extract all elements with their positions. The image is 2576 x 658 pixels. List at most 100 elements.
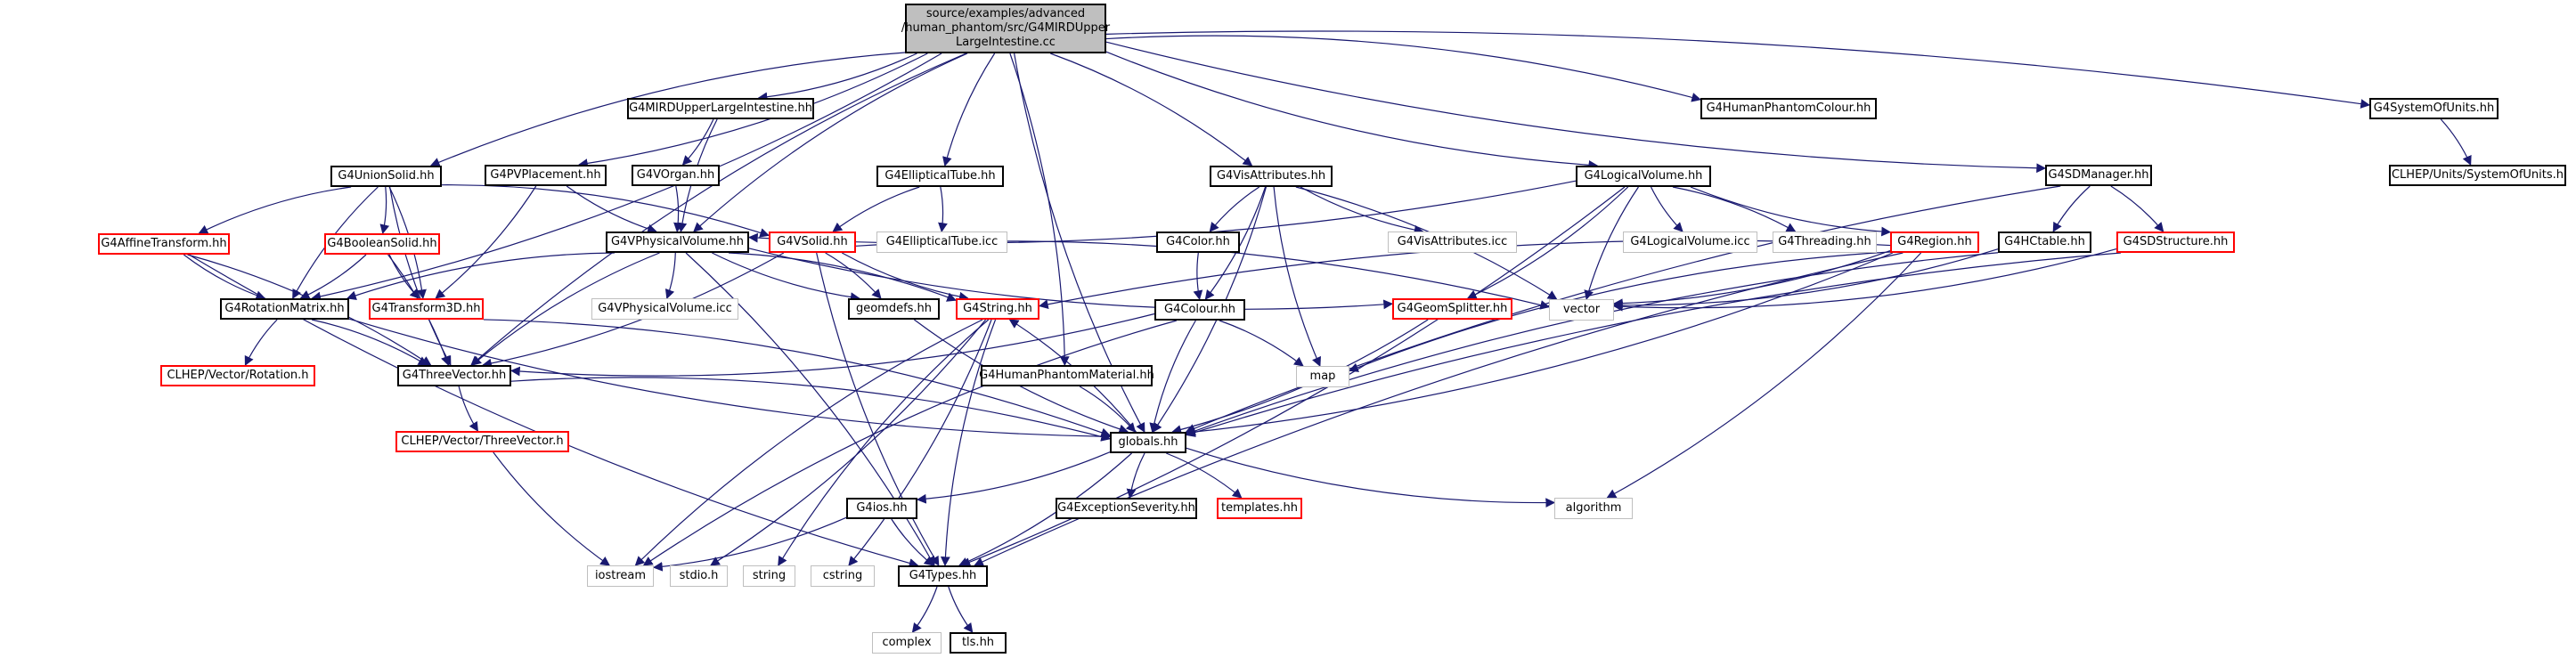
edge-G4VSolid_hh-to-G4String_hh [841, 252, 969, 302]
node-cstring: cstring [811, 565, 875, 587]
node-label: tls.hh [961, 636, 995, 649]
node-g4humanphantommaterial-hh[interactable]: G4HumanPhantomMaterial.hh [979, 365, 1154, 386]
edge-G4RotationMatrix_hh-to-G4ThreeVector_hh [311, 319, 428, 366]
node-label: CLHEP/Vector/Rotation.h [167, 369, 309, 382]
edge-G4ios_hh-to-G4Types_hh [891, 518, 934, 566]
edge-root-to-G4PVPlacement_hh [577, 53, 928, 168]
node-g4systemofunits-hh[interactable]: G4SystemOfUnits.hh [2369, 98, 2499, 119]
node-stdio-h: stdio.h [670, 565, 728, 587]
node-label: G4VSolid.hh [777, 235, 848, 248]
node-clhep-vector-rotation-h[interactable]: CLHEP/Vector/Rotation.h [160, 365, 315, 386]
node-label: G4EllipticalTube.hh [884, 169, 996, 183]
node-g4logicalvolume-hh[interactable]: G4LogicalVolume.hh [1576, 166, 1711, 187]
node-templates-hh[interactable]: templates.hh [1217, 498, 1302, 519]
node-tls-hh[interactable]: tls.hh [950, 632, 1007, 654]
node-label: G4VPhysicalVolume.hh [610, 235, 745, 248]
node-label: G4GeomSplitter.hh [1397, 302, 1508, 315]
node-g4region-hh[interactable]: G4Region.hh [1890, 232, 1979, 253]
node-g4transform3d-hh[interactable]: G4Transform3D.hh [369, 298, 484, 320]
node-g4vsolid-hh[interactable]: G4VSolid.hh [769, 232, 856, 253]
node-label: G4UnionSolid.hh [338, 169, 435, 183]
edge-root-to-G4EllipticalTube_hh [942, 53, 996, 167]
node-g4visattributes-hh[interactable]: G4VisAttributes.hh [1210, 166, 1333, 187]
node-label: G4SystemOfUnits.hh [2373, 102, 2495, 115]
node-g4hctable-hh[interactable]: G4HCtable.hh [1998, 232, 2091, 253]
edge-globals_hh-to-G4ios_hh [916, 451, 1111, 504]
node-g4humanphantomcolour-hh[interactable]: G4HumanPhantomColour.hh [1700, 98, 1877, 119]
node-g4vorgan-hh[interactable]: G4VOrgan.hh [632, 165, 720, 186]
edge-G4AffineTransform_hh-to-G4RotationMatrix_hh [183, 254, 266, 300]
edge-G4BooleanSolid_hh-to-G4RotationMatrix_hh [299, 254, 367, 299]
node-g4string-hh[interactable]: G4String.hh [956, 298, 1039, 320]
edge-G4SystemOfUnits_hh-to-CLHEP_Units_SystemOfUnits_h [2440, 118, 2472, 166]
node-label: G4Transform3D.hh [371, 302, 481, 315]
edge-root-to-G4MIRDUpperLargeIntestine_hh [757, 53, 917, 102]
node-label: G4VPhysicalVolume.icc [598, 302, 732, 315]
node-g4sdmanager-hh[interactable]: G4SDManager.hh [2045, 165, 2152, 186]
edge-G4VisAttributes_hh-to-G4VisAttributes_icc [1300, 186, 1424, 235]
node-g4sdstructure-hh[interactable]: G4SDStructure.hh [2116, 232, 2235, 253]
node-g4mirdupperlargeintestine-hh[interactable]: G4MIRDUpperLargeIntestine.hh [627, 98, 814, 119]
node-g4booleansolid-hh[interactable]: G4BooleanSolid.hh [324, 233, 440, 255]
node-label: G4String.hh [963, 302, 1032, 315]
node-g4ios-hh[interactable]: G4ios.hh [846, 498, 917, 519]
edge-G4PVPlacement_hh-to-G4VPhysicalVolume_hh [566, 185, 657, 234]
node-label: CLHEP/Vector/ThreeVector.h [401, 435, 564, 448]
node-label: iostream [594, 569, 647, 582]
node-g4rotationmatrix-hh[interactable]: G4RotationMatrix.hh [220, 298, 349, 320]
node-g4pvplacement-hh[interactable]: G4PVPlacement.hh [485, 165, 607, 186]
node-label: string [752, 569, 787, 582]
node-g4visattributes-icc: G4VisAttributes.icc [1388, 232, 1517, 253]
edge-root-to-G4SDManager_hh [1105, 41, 2047, 174]
edge-G4VPhysicalVolume_hh-to-G4VPhysicalVolume_icc [664, 252, 676, 300]
edge-G4UnionSolid_hh-to-G4BooleanSolid_hh [379, 186, 390, 235]
node-label: G4BooleanSolid.hh [327, 237, 437, 250]
node-g4exceptionseverity-hh[interactable]: G4ExceptionSeverity.hh [1056, 498, 1197, 519]
node-clhep-vector-threevector-h[interactable]: CLHEP/Vector/ThreeVector.h [395, 431, 569, 452]
node-g4types-hh[interactable]: G4Types.hh [898, 565, 988, 587]
node-label: G4LogicalVolume.icc [1630, 235, 1750, 248]
edge-G4VPhysicalVolume_hh-to-G4RotationMatrix_hh [346, 252, 615, 300]
node-clhep-units-systemofunits-h[interactable]: CLHEP/Units/SystemOfUnits.h [2389, 165, 2566, 186]
edge-G4VisAttributes_hh-to-G4Color_hh [1209, 186, 1260, 232]
edge-G4EllipticalTube_hh-to-G4VSolid_hh [832, 186, 920, 232]
edge-G4MIRDUpperLargeIntestine_hh-to-G4VOrgan_hh [681, 118, 714, 166]
edge-G4String_hh-to-iostream [634, 319, 983, 566]
edge-G4Colour_hh-to-iostream [642, 320, 1178, 566]
edge-G4Colour_hh-to-G4ThreeVector_hh [509, 313, 1155, 377]
edge-G4LogicalVolume_hh-to-vector [1584, 186, 1639, 301]
node-g4unionsolid-hh[interactable]: G4UnionSolid.hh [330, 166, 442, 187]
edge-G4ThreeVector_hh-to-globals_hh [510, 377, 1112, 442]
node-label: G4MIRDUpperLargeIntestine.hh [629, 102, 812, 115]
node-label: cstring [822, 569, 863, 582]
edge-root-to-G4SystemOfUnits_hh [1105, 30, 2371, 109]
node-g4color-hh[interactable]: G4Color.hh [1156, 232, 1240, 253]
edge-G4String_hh-to-G4Types_hh [940, 319, 997, 567]
node-g4vphysicalvolume-icc: G4VPhysicalVolume.icc [591, 298, 738, 320]
node-g4geomsplitter-hh[interactable]: G4GeomSplitter.hh [1392, 298, 1512, 320]
edge-G4ios_hh-to-iostream [652, 516, 847, 572]
node-g4ellipticaltube-hh[interactable]: G4EllipticalTube.hh [876, 166, 1004, 187]
edge-root-to-G4HumanPhantomMaterial_hh [1009, 53, 1070, 367]
node-label: G4VisAttributes.hh [1216, 169, 1326, 183]
node-g4colour-hh[interactable]: G4Colour.hh [1154, 299, 1245, 321]
node-g4logicalvolume-icc: G4LogicalVolume.icc [1623, 232, 1757, 253]
node-geomdefs-hh[interactable]: geomdefs.hh [848, 298, 940, 320]
node-label: G4HCtable.hh [2004, 235, 2085, 248]
node-root[interactable]: source/examples/advanced /human_phantom/… [901, 4, 1110, 53]
node-g4vphysicalvolume-hh[interactable]: G4VPhysicalVolume.hh [606, 232, 749, 253]
node-globals-hh[interactable]: globals.hh [1110, 432, 1186, 453]
node-label: G4LogicalVolume.hh [1584, 169, 1703, 183]
edge-G4RotationMatrix_hh-to-CLHEP_Vector_Rotation_h [244, 319, 278, 366]
node-label: G4Types.hh [909, 569, 977, 582]
edge-G4VisAttributes_hh-to-map [1273, 186, 1321, 367]
node-g4affinetransform-hh[interactable]: G4AffineTransform.hh [98, 233, 230, 255]
edge-G4VOrgan_hh-to-G4VPhysicalVolume_hh [673, 185, 683, 233]
node-label: G4Colour.hh [1164, 303, 1235, 316]
node-label: G4SDManager.hh [2048, 168, 2149, 182]
node-g4threevector-hh[interactable]: G4ThreeVector.hh [397, 365, 511, 386]
node-vector: vector [1549, 299, 1614, 321]
edge-G4VSolid_hh-to-geomdefs_hh [825, 252, 882, 299]
edge-G4VPhysicalVolume_hh-to-G4String_hh [728, 252, 958, 302]
edge-G4Colour_hh-to-map [1219, 320, 1304, 367]
